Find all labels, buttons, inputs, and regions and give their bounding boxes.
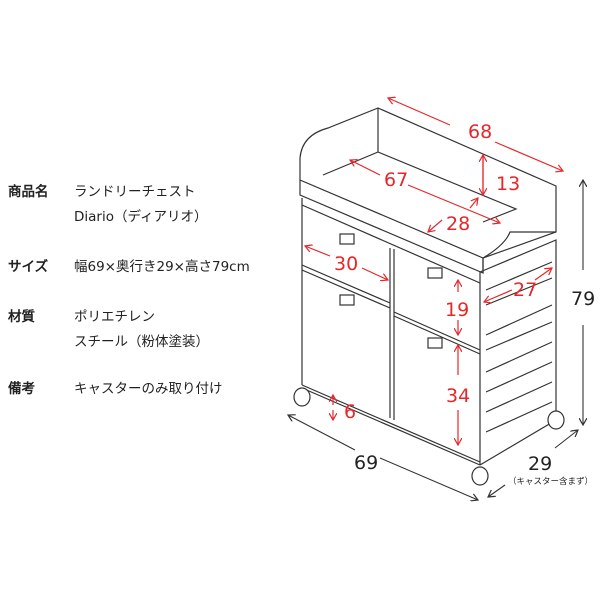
dim-top-depth: 28 xyxy=(446,213,470,235)
dim-floor-clearance: 6 xyxy=(344,401,356,423)
black-dimension-lines xyxy=(288,180,583,500)
dim-total-depth: 29 xyxy=(528,453,552,475)
black-dimension-labels: 79 69 29 （キャスター含まず） xyxy=(354,288,595,487)
spec-value-line: キャスターのみ取り付け xyxy=(74,381,223,397)
spec-table: 商品名 ランドリーチェスト Diario（ディアリオ） サイズ 幅69×奥行き2… xyxy=(0,0,290,600)
dim-top-inner-width: 67 xyxy=(384,169,408,191)
spec-value-line: ポリエチレン xyxy=(74,309,155,325)
caster-wheels xyxy=(293,387,565,486)
dim-top-outer-width: 68 xyxy=(468,121,492,143)
spec-label: 材質 xyxy=(8,309,35,325)
dim-total-height: 79 xyxy=(571,288,595,310)
dim-large-drawer-height: 34 xyxy=(446,385,470,407)
dim-tray-height: 13 xyxy=(496,173,520,195)
red-dimension-lines xyxy=(305,98,563,445)
dim-small-drawer-width: 30 xyxy=(334,253,358,275)
dim-depth-note: （キャスター含まず） xyxy=(508,476,593,487)
spec-value-line: スチール（粉体塗装） xyxy=(74,334,209,350)
spec-value: 幅69×奥行き29×高さ79cm xyxy=(74,255,250,280)
spec-value: ランドリーチェスト Diario（ディアリオ） xyxy=(74,180,208,230)
red-dimension-labels: 68 67 13 28 30 27 19 34 6 xyxy=(334,121,537,423)
spec-value: キャスターのみ取り付け xyxy=(74,377,223,402)
chest-outline xyxy=(299,107,557,466)
spec-label: サイズ xyxy=(8,259,49,275)
spec-value: ポリエチレン スチール（粉体塗装） xyxy=(74,305,209,355)
spec-value-line: ランドリーチェスト xyxy=(74,184,196,200)
spec-label: 商品名 xyxy=(8,184,49,200)
spec-value-line: 幅69×奥行き29×高さ79cm xyxy=(74,259,250,275)
dim-small-drawer-height: 19 xyxy=(445,299,469,321)
dim-drawer-depth: 27 xyxy=(513,279,537,301)
spec-value-line: Diario（ディアリオ） xyxy=(74,209,208,225)
dim-total-width: 69 xyxy=(354,452,378,474)
spec-label: 備考 xyxy=(8,381,35,397)
